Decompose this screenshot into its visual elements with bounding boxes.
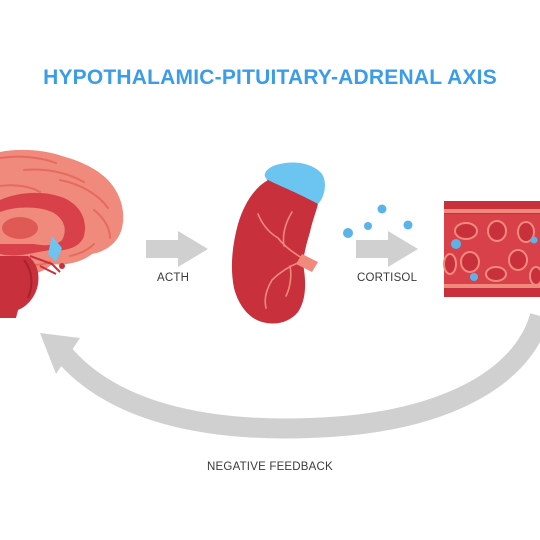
right-arrow-icon	[146, 231, 208, 267]
brain-icon	[0, 149, 124, 318]
blood-vessel-icon	[443, 201, 540, 297]
acth-label: ACTH	[157, 272, 190, 284]
cortisol-molecules	[343, 204, 413, 238]
cortisol-label: CORTISOL	[357, 272, 418, 284]
curved-feedback-arrow-icon	[40, 312, 540, 439]
diagram-title: HYPOTHALAMIC-PITUITARY-ADRENAL AXIS	[43, 66, 497, 89]
adrenal-gland-icon	[231, 162, 325, 324]
right-arrow-icon	[356, 231, 418, 267]
negative-feedback-label: NEGATIVE FEEDBACK	[207, 461, 333, 473]
